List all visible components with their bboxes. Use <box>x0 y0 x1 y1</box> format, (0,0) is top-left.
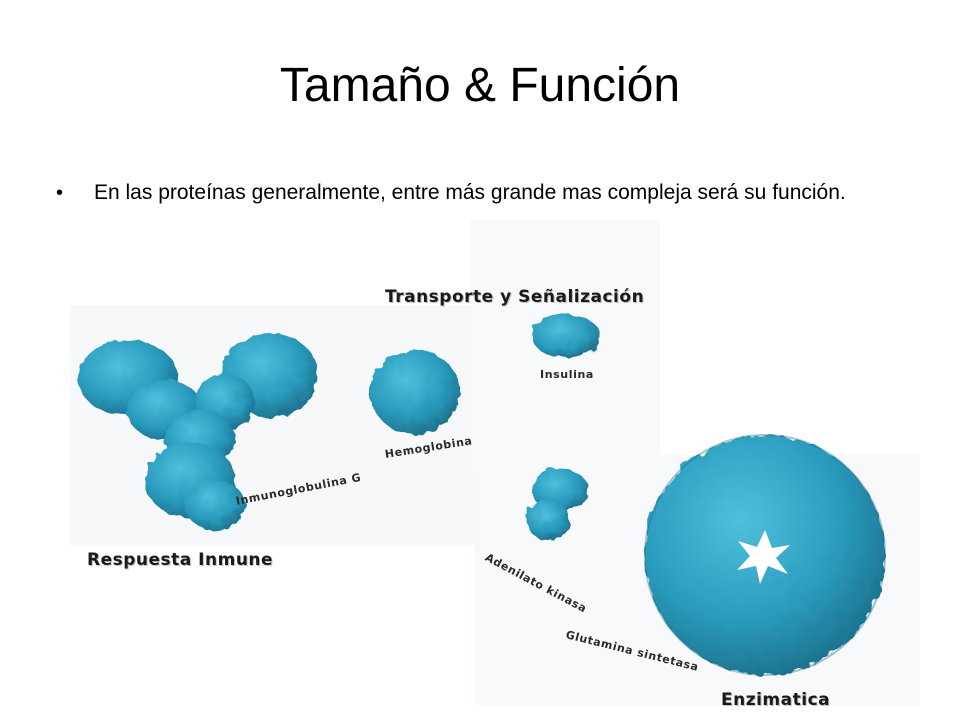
category-enzymatic-label: Enzimatica <box>721 690 831 710</box>
bullet-marker: • <box>56 182 64 204</box>
bullet-point: • En las proteínas generalmente, entre m… <box>56 178 916 208</box>
bullet-text: En las proteínas generalmente, entre más… <box>94 181 846 204</box>
insulin-structure <box>532 314 600 358</box>
insulin-label: Insulina <box>540 368 594 381</box>
immunoglobulin-g-structure <box>78 333 318 530</box>
hemoglobin-structure <box>370 350 460 434</box>
category-immune-label: Respuesta Inmune <box>87 550 274 570</box>
adenylate-kinase-structure <box>526 468 588 540</box>
slide-title: Tamaño & Función <box>279 59 681 112</box>
central-pore <box>737 530 790 584</box>
category-transport-label: Transporte y Señalización <box>385 287 645 307</box>
